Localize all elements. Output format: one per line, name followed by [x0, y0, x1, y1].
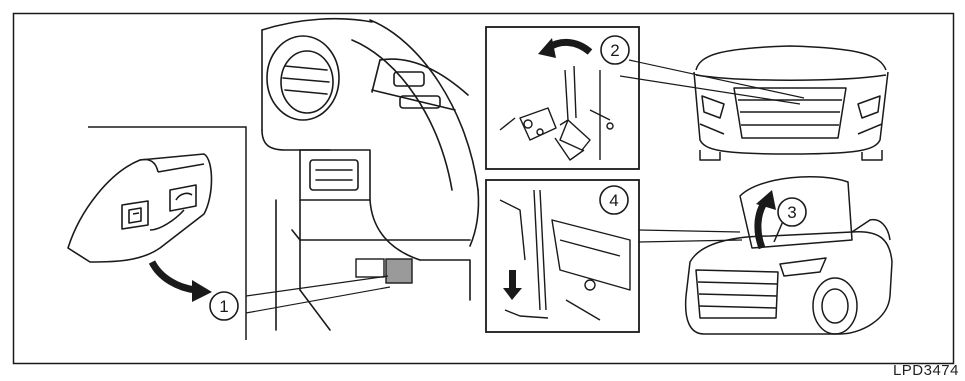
callout-1-label: 1	[219, 297, 228, 316]
inset-leader-lower	[246, 287, 390, 313]
leader-4	[639, 230, 740, 232]
callout-2-label: 2	[610, 41, 619, 60]
push-arrow-icon	[152, 262, 212, 302]
callout-3-label: 3	[787, 203, 796, 222]
figure-code-label: LPD3474	[893, 362, 959, 379]
callout-step-1: 1	[210, 292, 238, 320]
dashboard-illustration	[262, 19, 479, 330]
leader-2	[629, 60, 804, 98]
callout-step-2: 2	[601, 36, 629, 64]
callout-4-label: 4	[609, 191, 618, 210]
callout-step-4: 4	[600, 186, 628, 214]
inset-leader	[246, 276, 388, 296]
callout-step-3: 3	[778, 198, 806, 226]
switch-closeup	[68, 154, 212, 262]
